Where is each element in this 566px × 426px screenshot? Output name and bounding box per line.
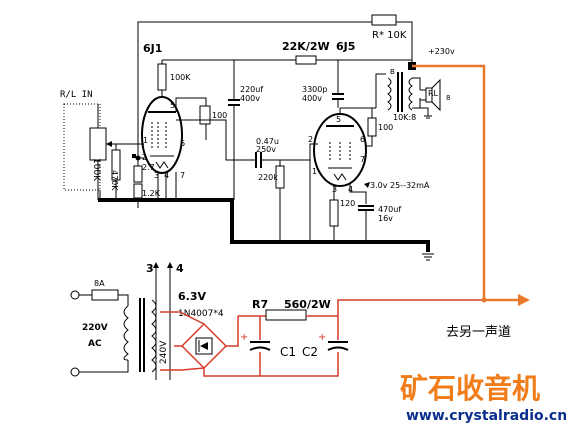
cap470u-v-label: 16v (378, 214, 393, 223)
resistor-120 (329, 199, 339, 227)
heater-3-label: 3 (146, 262, 154, 275)
pin-4: 4 (164, 171, 169, 180)
r7-label: R7 (252, 298, 268, 311)
resistor-100-screen (199, 105, 211, 125)
resistor-r7 (265, 309, 307, 321)
cap3300p-label: 3300p (302, 85, 327, 94)
c2-label: C2 (302, 345, 318, 359)
svg-text:+: + (318, 332, 326, 343)
b-plus-label: +230v (428, 47, 455, 56)
resistor-feedback (371, 14, 397, 26)
ot-b-label: B (390, 68, 395, 76)
r470k-label: 470K (110, 170, 119, 191)
brand-url: www.crystalradio.cn (406, 408, 566, 424)
brand-logo-text: 矿石收音机 (400, 372, 540, 405)
t2-pin-5: 5 (336, 115, 341, 124)
cap220u-v-label: 400v (240, 94, 260, 103)
resistor-2-7 (133, 165, 143, 183)
pin-2: 2 (142, 153, 147, 162)
t2-pin-6: 6 (360, 135, 365, 144)
tube1-label: 6J1 (143, 42, 162, 55)
cap220u-label: 220uf (240, 85, 263, 94)
feedback-loop: R* 10K (132, 14, 413, 161)
cap047-v-label: 250v (256, 145, 276, 154)
resistor-100-screen2 (367, 117, 377, 137)
r120-label: 120 (340, 199, 355, 208)
t2-pin-4: 4 (348, 185, 353, 194)
r12k-label: 1.2K (142, 189, 161, 198)
r7-val-label: 560/2W (284, 298, 331, 311)
other-channel-label: 去另一声道 (446, 325, 511, 340)
t2-pin-7: 7 (360, 155, 365, 164)
svg-text:+: + (240, 332, 248, 343)
r-feedback-label: R* 10K (372, 30, 407, 41)
resistor-100k (157, 63, 167, 91)
heater-4-label: 4 (176, 262, 184, 275)
sec-v-label: 240V (159, 340, 169, 364)
t2-pin-3: 3 (332, 185, 337, 194)
rl-in-label: R/L IN (60, 90, 93, 100)
bridge-rectifier (180, 322, 228, 370)
diodes-label: 1N4007*4 (178, 309, 224, 319)
cap470u-label: 470uf (378, 205, 401, 214)
t2-pin-2: 2 (308, 135, 313, 144)
pin-7: 7 (180, 171, 185, 180)
to-other-channel: 去另一声道 (446, 294, 530, 340)
input-section: R/L IN 100K 470K (60, 90, 132, 201)
heater-v-label: 6.3V (178, 290, 206, 303)
output-transformer: B 10K:8 RL 8 (375, 68, 450, 122)
cap3300p-v-label: 400v (302, 94, 322, 103)
ground-bus (98, 198, 434, 261)
stage1-plate: 100K 100 220uf 400v 0.47u 250v 220k (157, 59, 310, 242)
bias-note: 3.0v 25--32mA (370, 181, 430, 190)
brand-watermark: 矿石收音机 www.crystalradio.cn (400, 372, 566, 424)
ot-ratio-label: 10K:8 (393, 113, 416, 122)
pin-5: 5 (170, 101, 175, 110)
t2-pin-1: 1 (312, 167, 317, 176)
mains-ac-label: AC (88, 339, 102, 349)
speaker-ohm-label: 8 (446, 94, 450, 102)
r100k-label: 100K (170, 73, 191, 82)
speaker-label: RL (428, 89, 439, 98)
tube-6j5: 5 2 6 1 7 3 4 100 120 470uf 16v 3.0v 25-… (308, 107, 430, 242)
r27-label: 2.7 (142, 163, 155, 172)
pot-label: 100K (91, 158, 101, 182)
r100b-label: 100 (378, 123, 393, 132)
b-plus-feed (412, 64, 486, 300)
power-supply: 3 4 8A 220V AC 6.3V 1N4007*4 240V (70, 262, 484, 380)
c1-label: C1 (280, 345, 296, 359)
r100a-label: 100 (212, 111, 227, 120)
resistor-1-2k (133, 183, 143, 199)
fuse (91, 289, 119, 301)
cap047-label: 0.47u (256, 137, 279, 146)
resistor-22k (295, 55, 317, 65)
tube2-label: 6J5 (336, 40, 355, 53)
r220k-label: 220k (258, 173, 278, 182)
volume-pot (89, 127, 107, 161)
mains-label: 220V (82, 323, 108, 333)
pin-6: 6 (180, 139, 185, 148)
b-plus-rail: 22K/2W 6J5 +230v 3300p 400v (282, 40, 455, 108)
pin-3: 3 (154, 171, 159, 180)
pin-1: 1 (143, 136, 148, 145)
fuse-label: 8A (94, 279, 105, 288)
r22k-label: 22K/2W (282, 40, 330, 53)
